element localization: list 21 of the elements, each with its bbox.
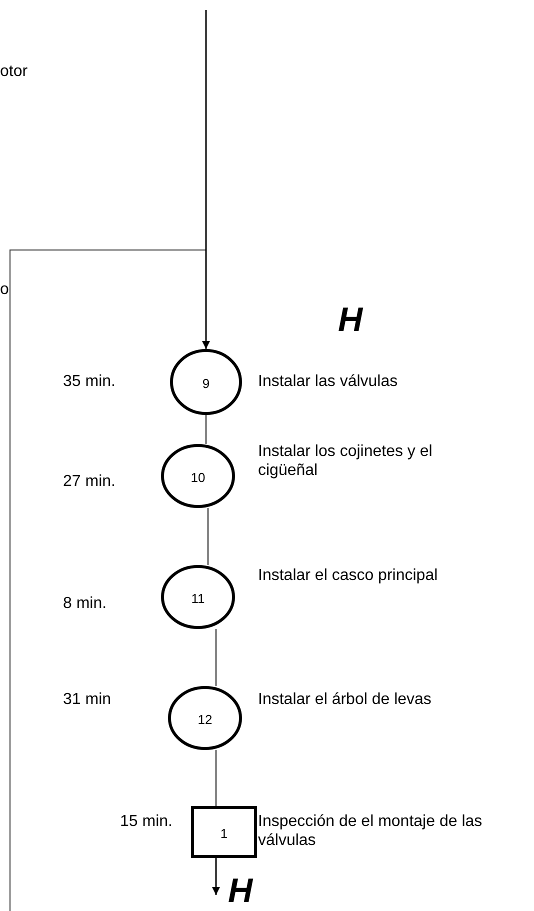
step-description: Instalar los cojinetes y el cigüeñal: [258, 442, 434, 480]
step-description: Instalar el árbol de levas: [258, 690, 432, 709]
step-number: 1: [219, 826, 229, 841]
arrow: [212, 858, 220, 895]
arrow: [202, 10, 210, 349]
duration-text: 27 min.: [63, 472, 116, 491]
duration-text: 15 min.: [120, 812, 174, 831]
step-number: 10: [190, 470, 206, 485]
step-description: Instalar el casco principal: [258, 566, 439, 585]
step-description: Instalar las válvulas: [258, 372, 399, 391]
cut-off-text: otor: [0, 62, 28, 81]
step-number: 9: [201, 376, 211, 391]
cut-off-text: o: [0, 280, 9, 299]
duration-text: 8 min.: [63, 594, 108, 613]
step-description: Inspección de el montaje de las válvulas: [258, 812, 484, 850]
connector-letter: H: [228, 873, 253, 909]
duration-text: 35 min.: [63, 372, 116, 391]
step-number: 12: [196, 712, 214, 727]
duration-text: 31 min: [63, 690, 112, 709]
section-letter: H: [338, 302, 363, 338]
step-number: 11: [190, 591, 206, 606]
